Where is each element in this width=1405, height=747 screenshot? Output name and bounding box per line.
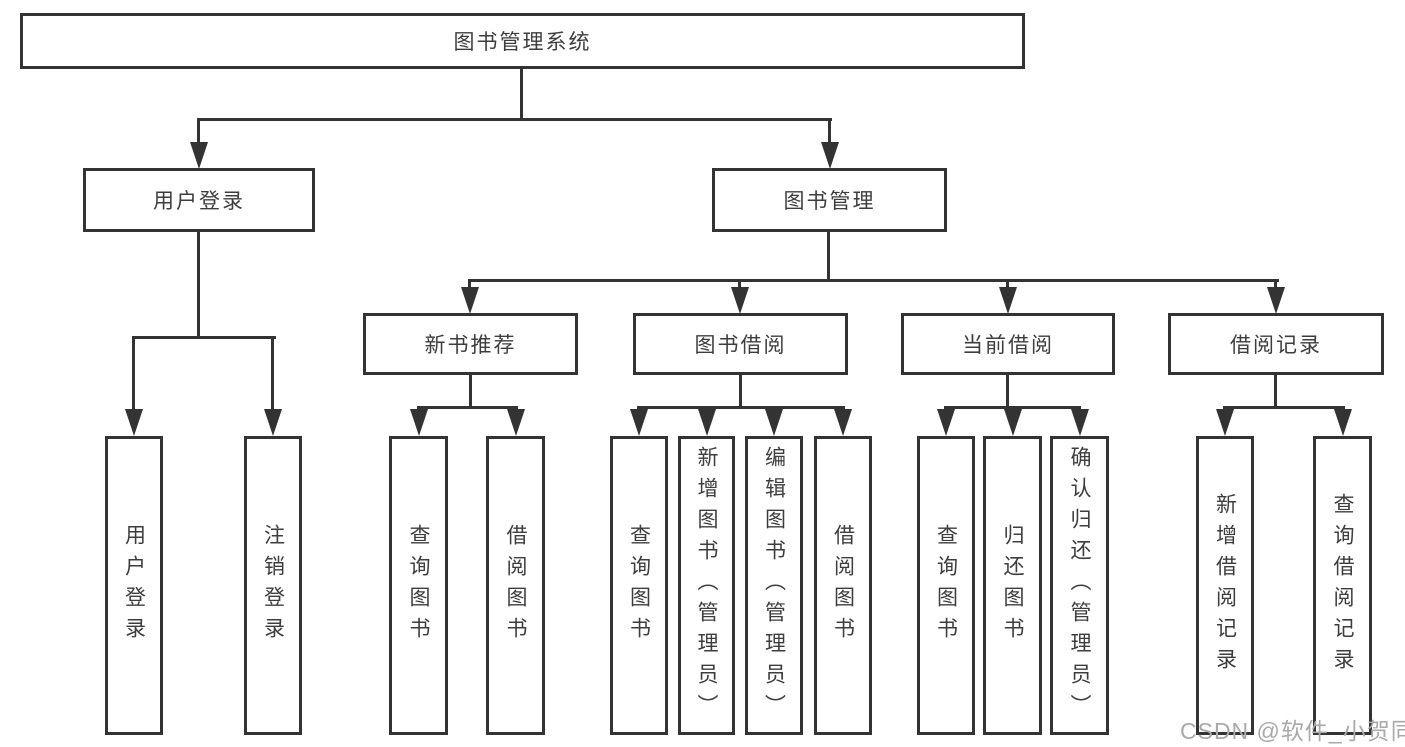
arrow-down-icon: [1334, 409, 1352, 436]
connector-branch: [271, 336, 274, 411]
leaf-label: 查询借阅记录: [1331, 492, 1354, 679]
arrow-down-icon: [1216, 409, 1234, 436]
arrow-down-icon: [264, 409, 282, 436]
leaf-label: 编辑图书（管理员）: [762, 446, 786, 725]
node-book-management: 图书管理: [712, 168, 947, 232]
node-library-system-root: 图书管理系统: [20, 13, 1025, 69]
node-label: 图书管理: [783, 190, 876, 213]
arrow-down-icon: [937, 409, 955, 436]
connector-branch: [132, 336, 135, 411]
leaf-label: 查询图书: [407, 523, 430, 648]
node-book-borrowing: 图书借阅: [633, 313, 848, 375]
connector-stem: [520, 69, 523, 118]
connector-branch: [828, 118, 831, 144]
leaf-label: 归还图书: [1001, 523, 1024, 648]
arrow-down-icon: [125, 409, 143, 436]
connector-rail: [469, 279, 1279, 282]
connector-rail: [1223, 406, 1345, 409]
connector-stem: [1006, 375, 1009, 406]
connector-stem: [1274, 375, 1277, 406]
leaf-label: 新增借阅记录: [1213, 492, 1237, 679]
leaf-confirm-return-admin: 确认归还（管理员）: [1050, 436, 1109, 735]
leaf-edit-book-admin: 编辑图书（管理员）: [745, 436, 803, 735]
node-label: 用户登录: [153, 190, 245, 213]
leaf-label: 注销登录: [261, 523, 285, 648]
leaf-return-book: 归还图书: [983, 436, 1042, 735]
connector-rail: [417, 406, 518, 409]
connector-rail: [637, 406, 845, 409]
leaf-borrow-books-recommend: 借阅图书: [486, 436, 545, 735]
arrow-down-icon: [1267, 287, 1285, 314]
arrow-down-icon: [821, 142, 839, 169]
arrow-down-icon: [507, 409, 525, 436]
arrow-down-icon: [765, 409, 783, 436]
leaf-query-books-current: 查询图书: [917, 436, 975, 735]
leaf-query-borrow-record: 查询借阅记录: [1313, 436, 1372, 735]
node-label: 借阅记录: [1230, 334, 1322, 357]
node-new-book-recommend: 新书推荐: [363, 313, 578, 375]
arrow-down-icon: [410, 409, 428, 436]
connector-stem: [827, 232, 830, 279]
connector-branch: [197, 118, 200, 144]
leaf-label: 借阅图书: [504, 523, 527, 648]
connector-branch: [738, 279, 741, 291]
node-label: 图书借阅: [694, 334, 787, 357]
arrow-down-icon: [190, 142, 208, 169]
connector-branch: [468, 279, 471, 291]
connector-rail: [132, 336, 276, 339]
node-current-borrowing: 当前借阅: [901, 313, 1115, 375]
connector-stem: [739, 375, 742, 406]
arrow-down-icon: [698, 409, 716, 436]
node-label: 图书管理系统: [453, 31, 592, 54]
node-borrowing-records: 借阅记录: [1168, 313, 1384, 375]
leaf-label: 查询图书: [934, 523, 958, 648]
arrow-down-icon: [999, 287, 1017, 314]
connector-stem: [469, 375, 472, 406]
connector-stem: [197, 232, 200, 336]
arrow-down-icon: [1071, 409, 1089, 436]
leaf-label: 新增图书（管理员）: [695, 446, 718, 725]
node-user-login: 用户登录: [83, 168, 315, 232]
arrow-down-icon: [731, 287, 749, 314]
leaf-query-books-borrowing: 查询图书: [610, 436, 668, 735]
csdn-watermark: CSDN @软件_小贺同学: [1180, 718, 1405, 744]
connector-branch: [1274, 279, 1277, 291]
connector-rail: [197, 118, 832, 121]
node-label: 新书推荐: [424, 334, 517, 357]
connector-branch: [1006, 279, 1009, 291]
arrow-down-icon: [834, 409, 852, 436]
leaf-query-books-recommend: 查询图书: [389, 436, 448, 735]
leaf-label: 查询图书: [627, 523, 651, 648]
node-label: 当前借阅: [962, 334, 1054, 357]
arrow-down-icon: [630, 409, 648, 436]
arrow-down-icon: [1004, 409, 1022, 436]
leaf-add-borrow-record: 新增借阅记录: [1196, 436, 1254, 735]
leaf-borrow-books: 借阅图书: [814, 436, 872, 735]
leaf-label: 用户登录: [122, 523, 146, 648]
leaf-logout: 注销登录: [244, 436, 302, 735]
leaf-label: 确认归还（管理员）: [1068, 446, 1091, 725]
leaf-user-login: 用户登录: [105, 436, 163, 735]
leaf-add-book-admin: 新增图书（管理员）: [678, 436, 735, 735]
leaf-label: 借阅图书: [831, 523, 855, 648]
arrow-down-icon: [461, 287, 479, 314]
